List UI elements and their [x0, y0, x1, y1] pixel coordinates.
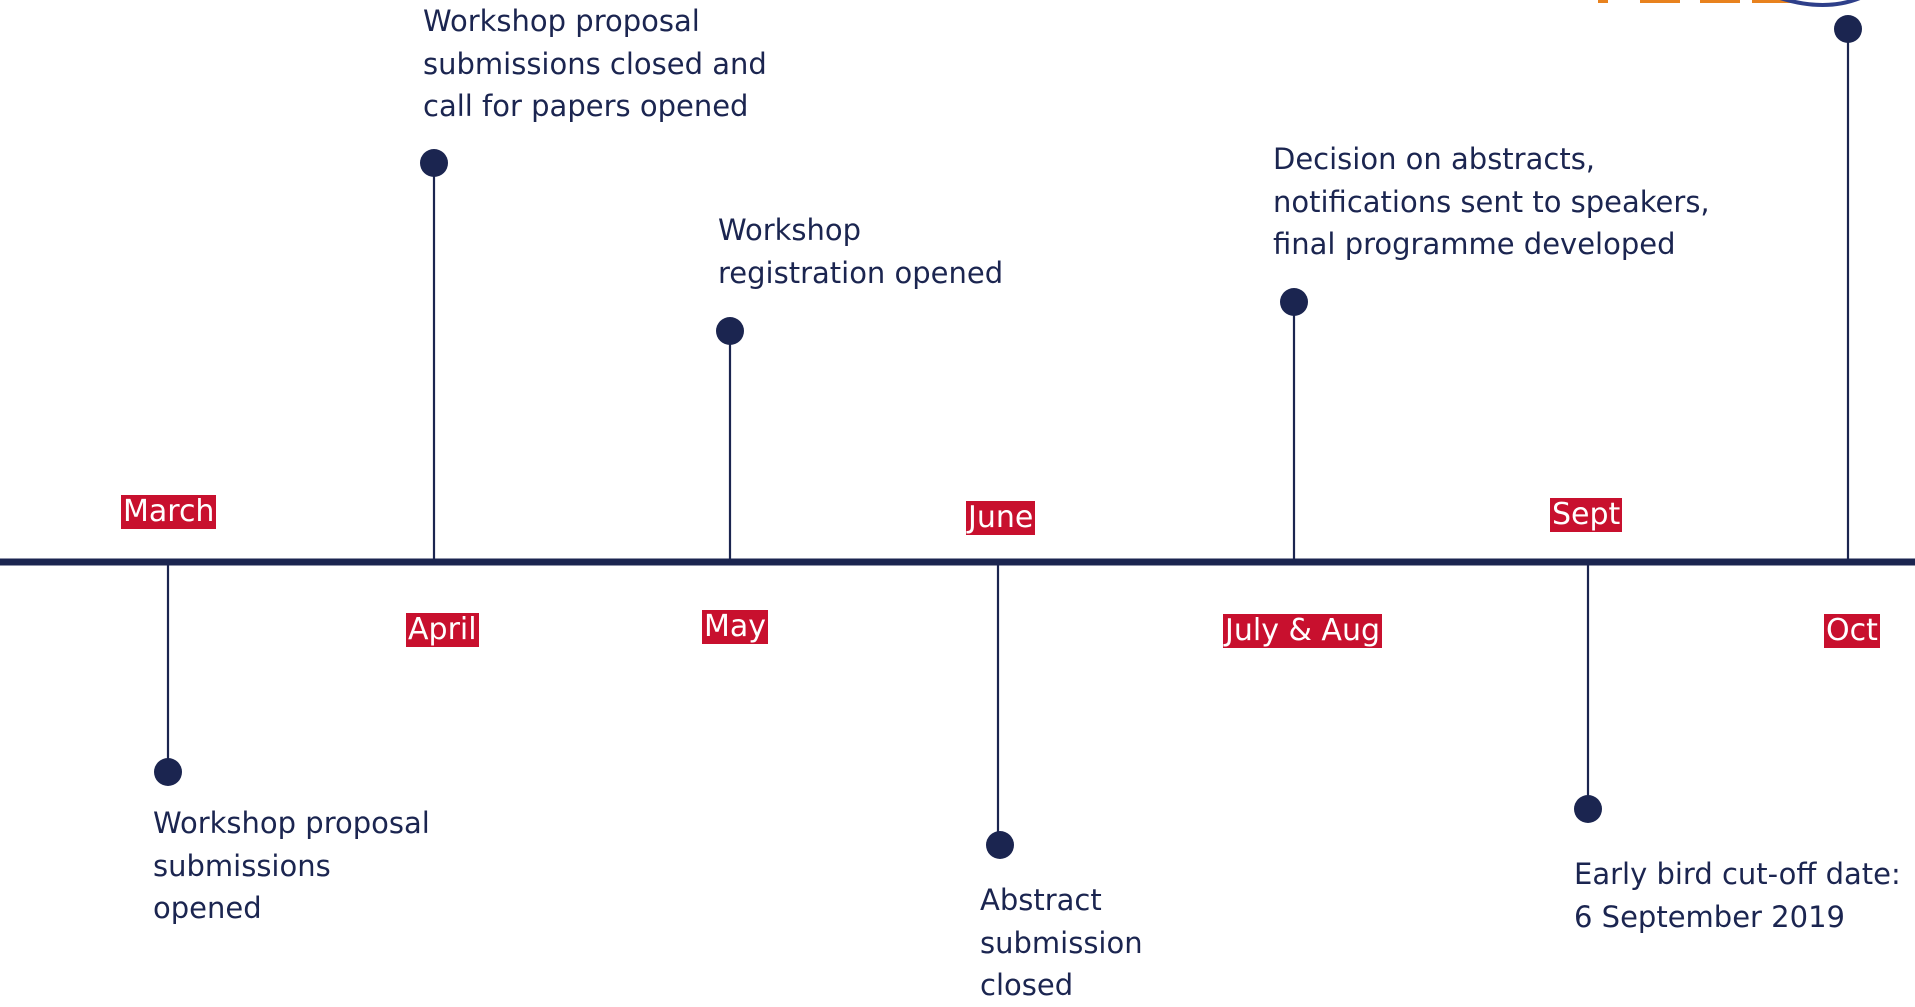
event-text-may: Workshop registration opened — [718, 213, 1004, 290]
marker-march — [154, 758, 182, 786]
marker-april — [420, 149, 448, 177]
event-text-june: Abstract submission closed — [980, 883, 1143, 1002]
logo-fragment — [1598, 0, 1861, 7]
marker-oct — [1834, 15, 1862, 43]
event-text-sept: Early bird cut-off date: 6 September 201… — [1574, 857, 1901, 934]
month-label-sept: Sept — [1550, 497, 1623, 532]
event-text-july-aug: Decision on abstracts, notifications sen… — [1273, 142, 1710, 261]
marker-may — [716, 317, 744, 345]
event-text-march: Workshop proposal submissions opened — [153, 806, 430, 925]
marker-sept — [1574, 795, 1602, 823]
month-label-july-aug: July & Aug — [1223, 613, 1382, 648]
month-label-april: April — [406, 612, 479, 647]
month-label-june: June — [966, 500, 1036, 535]
month-label-march: March — [121, 494, 217, 529]
marker-july-aug — [1280, 288, 1308, 316]
month-label-may: May — [702, 609, 769, 644]
marker-june — [986, 831, 1014, 859]
month-label-oct: Oct — [1824, 613, 1880, 648]
event-text-april: Workshop proposal submissions closed and… — [423, 4, 767, 123]
